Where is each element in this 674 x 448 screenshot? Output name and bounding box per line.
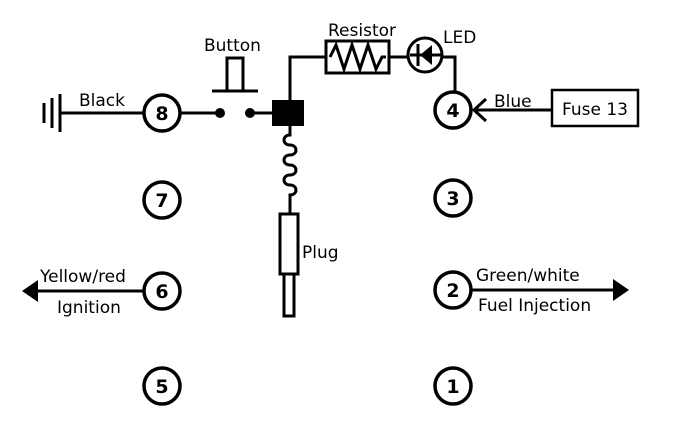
pin-3-number: 3 [446, 188, 459, 210]
pin-5: 5 [142, 366, 182, 406]
junction-block [272, 100, 304, 126]
ground-icon [42, 94, 62, 132]
push-button [212, 56, 258, 118]
plug-icon [278, 212, 300, 318]
fuel-injection-label: Fuel Injection [478, 296, 591, 316]
ignition-label: Ignition [57, 298, 121, 318]
pin-2: 2 [433, 270, 473, 310]
yellow-red-label: Yellow/red [39, 267, 126, 287]
pin-1-number: 1 [446, 376, 459, 398]
green-white-label: Green/white [476, 266, 580, 286]
arrow-left-icon [471, 97, 488, 123]
pin-8-number: 8 [155, 103, 168, 125]
led-icon [406, 36, 444, 74]
pin-4-number: 4 [446, 100, 459, 122]
arrow-left-icon [22, 280, 38, 302]
pin-6-number: 6 [155, 281, 168, 303]
pin-5-number: 5 [155, 376, 168, 398]
fuse-label: Fuse 13 [562, 100, 628, 120]
led-pin4-wire [442, 55, 457, 92]
coil-wire [282, 126, 298, 214]
pin-6: 6 [142, 271, 182, 311]
resistor-icon [324, 39, 391, 75]
plug-label: Plug [302, 243, 339, 263]
pin-7-number: 7 [155, 190, 168, 212]
pin-3: 3 [433, 178, 473, 218]
led-label: LED [443, 28, 476, 48]
pin-1: 1 [433, 366, 473, 406]
black-label: Black [79, 91, 125, 111]
arrow-right-icon [613, 279, 629, 301]
blue-label: Blue [494, 92, 532, 112]
pin-8: 8 [142, 93, 182, 133]
fuse-box [550, 88, 640, 128]
button-label: Button [204, 36, 261, 56]
pin-2-number: 2 [446, 280, 459, 302]
resistor-label: Resistor [328, 21, 396, 41]
pin-7: 7 [142, 180, 182, 220]
junction-resistor-wire [288, 55, 326, 100]
pin-4: 4 [433, 90, 473, 130]
